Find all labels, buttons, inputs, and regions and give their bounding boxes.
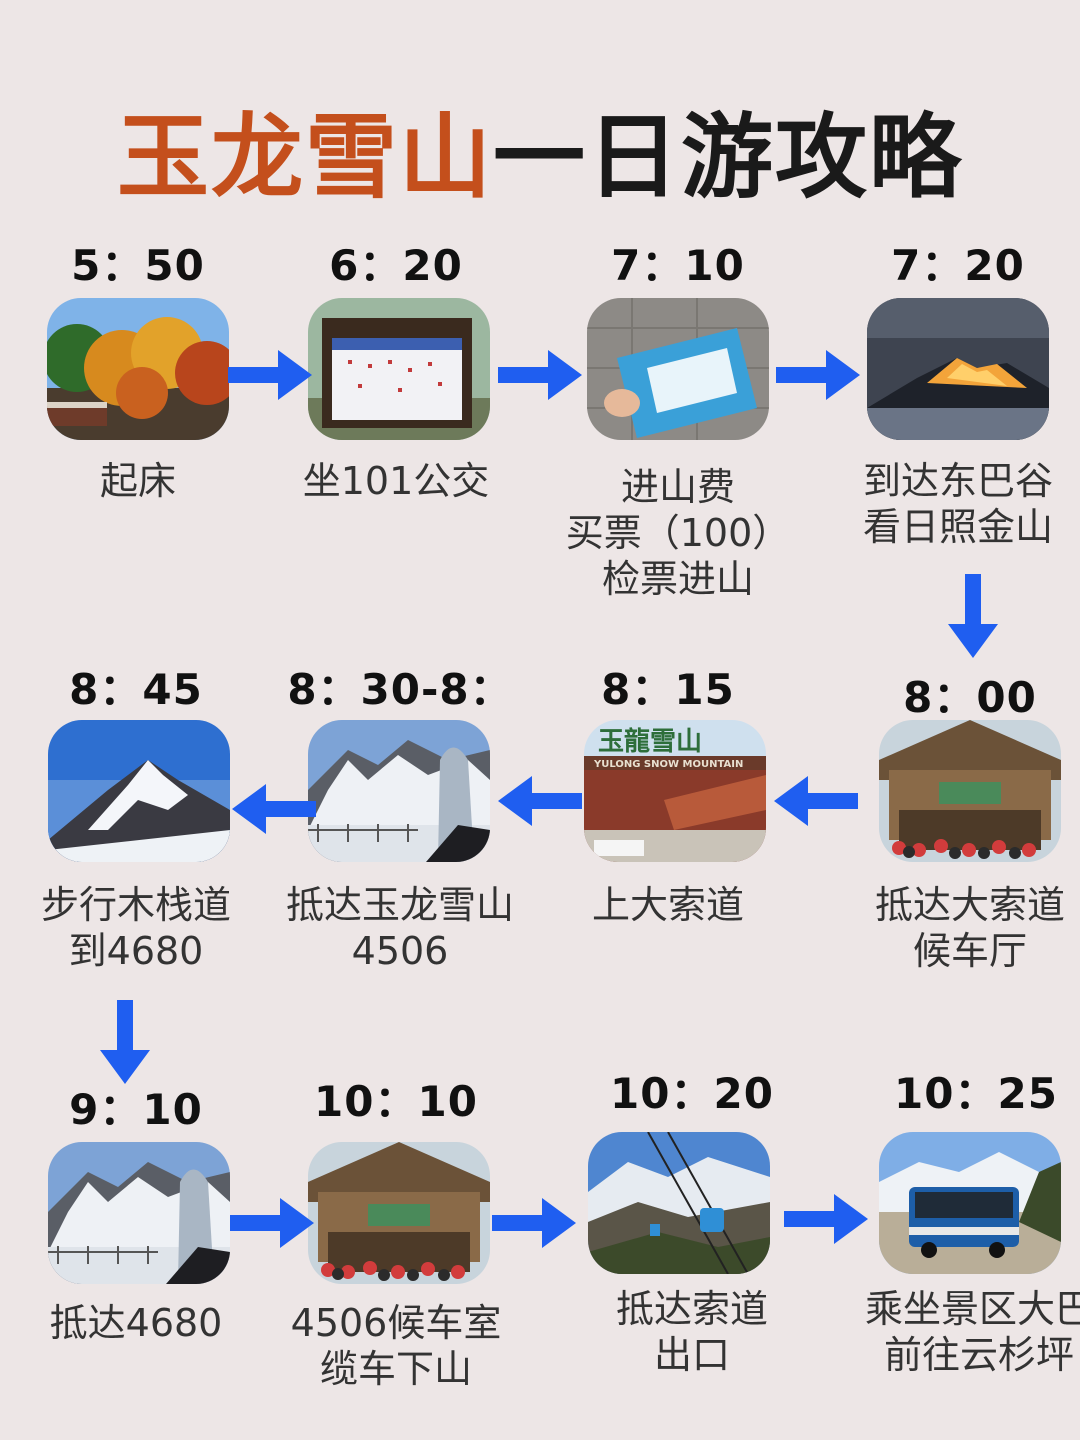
step-time: 10：20: [610, 1069, 774, 1118]
arrow-left-icon: [774, 776, 858, 826]
step-time: 6：20: [329, 241, 463, 290]
page-title: 玉龙雪山一日游攻略: [0, 108, 1080, 208]
step-time: 7：10: [611, 241, 745, 290]
step-label: 抵达4680: [49, 1301, 223, 1345]
cable-car-hall-photo: [879, 720, 1061, 862]
step-label: 上大索道: [591, 883, 744, 927]
gate-sign-text: 玉龍雪山: [598, 726, 702, 757]
gate-sign-english-text: YULONG SNOW MOUNTAIN: [593, 759, 743, 770]
step-time: 8：45: [69, 665, 203, 714]
arrow-right-icon: [230, 1198, 314, 1248]
step-label: 步行木栈道 到4680: [40, 883, 231, 973]
arrow-left-icon: [232, 784, 316, 834]
arrow-down-icon: [100, 1000, 150, 1084]
summit-stone-photo: [308, 720, 490, 862]
arrow-right-icon: [776, 350, 860, 400]
snow-peak-photo: [48, 720, 230, 862]
step-time: 8：15: [601, 665, 735, 714]
arrow-right-icon: [492, 1198, 576, 1248]
step-time: 10：25: [894, 1069, 1058, 1118]
step-label: 抵达大索道 候车厅: [874, 883, 1065, 973]
summit-stone-photo: [48, 1142, 230, 1284]
step-label: 抵达索道 出口: [615, 1287, 768, 1377]
step-label: 起床: [99, 459, 176, 503]
autumn-trees-photo: [47, 298, 229, 440]
step-label: 坐101公交: [302, 459, 490, 503]
cable-car-photo: [588, 1132, 770, 1274]
arrow-left-icon: [498, 776, 582, 826]
ticket-photo: [587, 298, 769, 440]
title-highlight: 玉龙雪山: [116, 104, 493, 211]
step-time: 10：10: [314, 1077, 478, 1126]
golden-sunrise-mountain-photo: [867, 298, 1049, 440]
arrow-right-icon: [228, 350, 312, 400]
step-label: 抵达玉龙雪山 4506: [285, 883, 514, 973]
step-time: 9：10: [69, 1085, 203, 1134]
step-label: 4506候车室 缆车下山: [290, 1301, 502, 1391]
step-label: 进山费 买票（100） 检票进山: [565, 465, 791, 601]
cable-car-hall-photo: [308, 1142, 490, 1284]
yulong-gate-photo: 玉龍雪山 YULONG SNOW MOUNTAIN: [584, 720, 766, 862]
arrow-right-icon: [784, 1194, 868, 1244]
arrow-right-icon: [498, 350, 582, 400]
step-label: 到达东巴谷 看日照金山: [862, 459, 1053, 549]
tour-bus-photo: [879, 1132, 1061, 1274]
step-time: 5：50: [71, 241, 205, 290]
step-label: 乘坐景区大巴 前往云杉坪: [864, 1287, 1080, 1377]
bus-stop-sign-photo: [308, 298, 490, 440]
arrow-down-icon: [948, 574, 998, 658]
title-rest: 一日游攻略: [493, 104, 964, 211]
step-time: 8：00: [903, 673, 1037, 722]
step-time: 7：20: [891, 241, 1025, 290]
